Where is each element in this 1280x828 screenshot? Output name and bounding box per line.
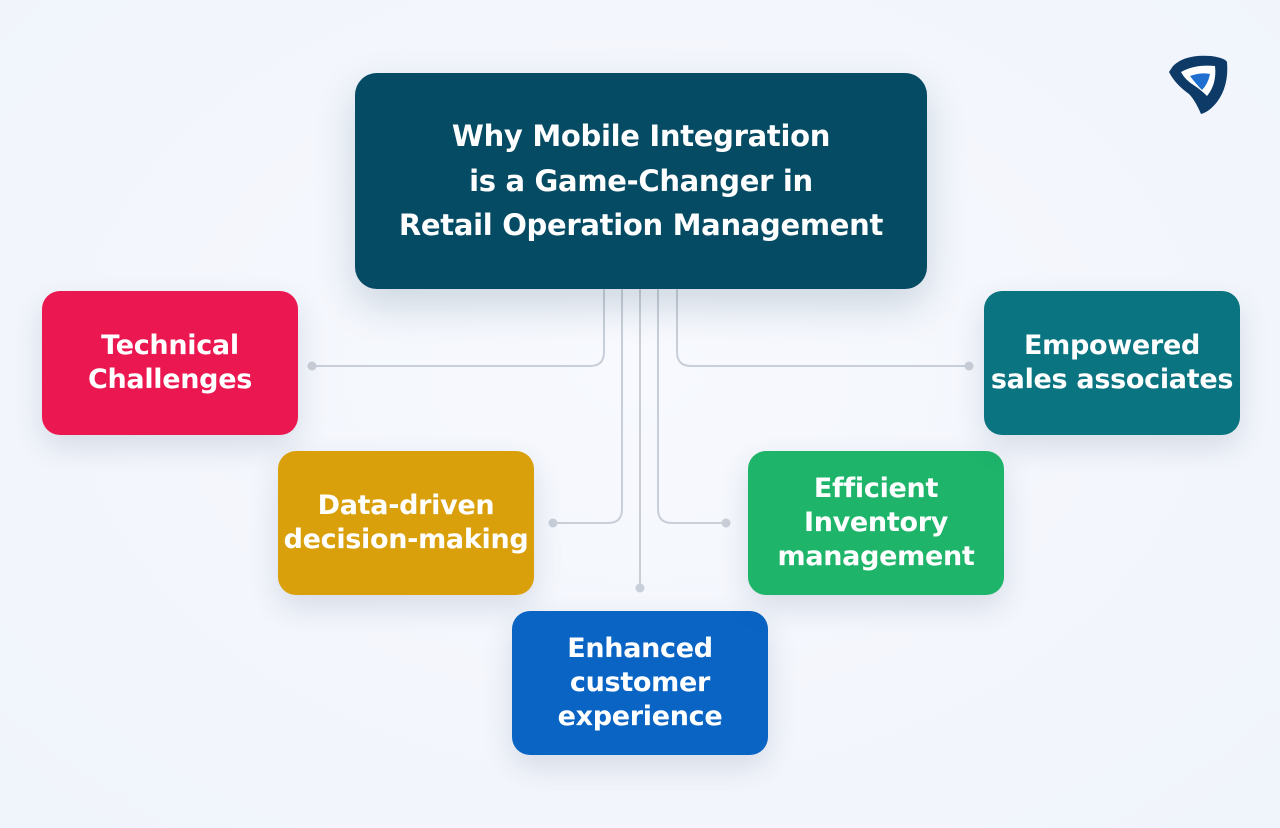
connector-efficient — [657, 289, 727, 524]
node-label-efficient: Efficient Inventory management — [777, 472, 975, 573]
connector-technical — [311, 289, 605, 367]
connector-dot-empowered — [964, 361, 974, 371]
connector-data — [552, 289, 623, 524]
connector-empowered — [676, 289, 970, 367]
shield-logo-icon — [1169, 55, 1228, 114]
node-label-technical: Technical Challenges — [87, 329, 252, 395]
node-efficient-inventory-management: Efficient Inventory management — [748, 451, 1004, 595]
connector-dot-technical — [307, 361, 317, 371]
central-title: Why Mobile Integration is a Game-Changer… — [398, 118, 884, 243]
node-enhanced-customer-experience: Enhanced customer experience — [512, 611, 768, 755]
node-label-data: Data-driven decision-making — [283, 489, 529, 555]
node-data-driven-decision-making: Data-driven decision-making — [278, 451, 534, 595]
connector-dot-efficient — [721, 518, 731, 528]
node-empowered-sales-associates: Empowered sales associates — [984, 291, 1240, 435]
node-label-empowered: Empowered sales associates — [990, 329, 1234, 395]
node-technical-challenges: Technical Challenges — [42, 291, 298, 435]
node-label-enhanced: Enhanced customer experience — [557, 632, 723, 733]
connector-dot-enhanced — [635, 583, 645, 593]
connector-dot-data — [548, 518, 558, 528]
central-title-box: Why Mobile Integration is a Game-Changer… — [355, 73, 927, 289]
